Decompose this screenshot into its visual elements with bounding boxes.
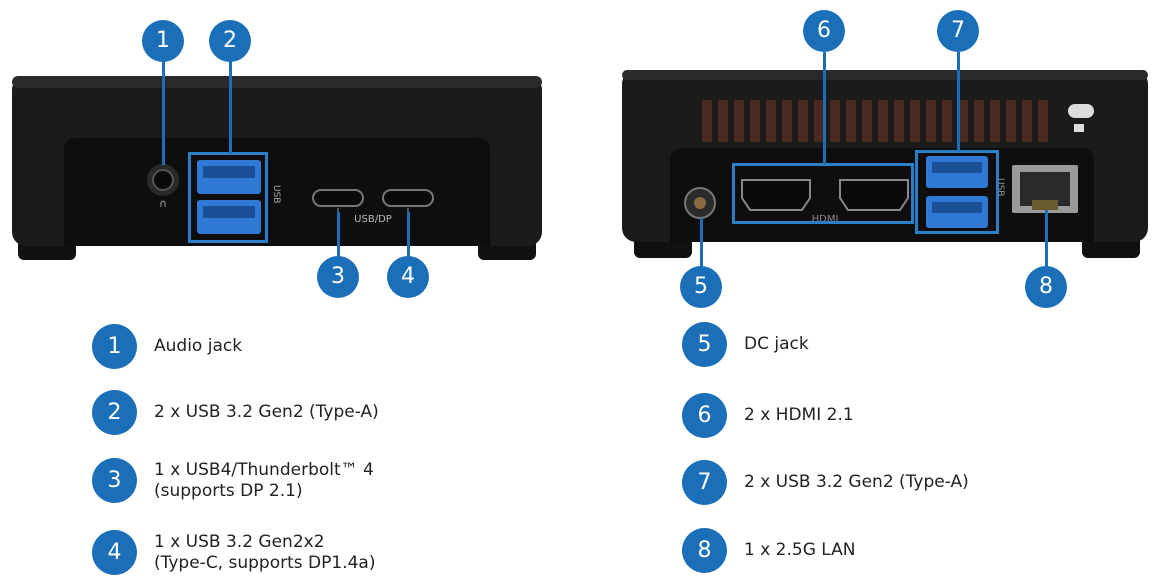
front-usb-a-ports: USB <box>197 160 281 234</box>
rear-usb-highlight <box>915 150 999 234</box>
vent-slot <box>910 100 920 142</box>
vent-slot <box>878 100 888 142</box>
leader-5 <box>700 218 703 268</box>
front-usb-highlight <box>188 152 268 243</box>
callout-badge-4: 4 <box>387 256 429 298</box>
legend-badge: 7 <box>682 460 727 505</box>
vent-slot <box>958 100 968 142</box>
vent-slots <box>702 100 1048 142</box>
legend-line: 1 x USB 3.2 Gen2x2 <box>154 531 325 552</box>
legend-line: Audio jack <box>154 336 243 356</box>
front-usbdp-label: USB/DP <box>354 214 392 225</box>
vent-slot <box>1006 100 1016 142</box>
vent-slot <box>1038 100 1048 142</box>
legend-item-3: 3 1 x USB4/Thunderbolt™ 4 (supports DP 2… <box>92 458 374 503</box>
legend-line: (Type-C, supports DP1.4a) <box>154 552 376 573</box>
callout-badge-5: 5 <box>680 266 722 308</box>
leader-8 <box>1045 210 1048 268</box>
front-panel-illustration: ∩ USB USB/DP <box>12 76 542 260</box>
svg-text:∩: ∩ <box>159 197 167 210</box>
legend-badge: 1 <box>92 324 137 369</box>
leader-4 <box>407 212 410 258</box>
vent-slot <box>750 100 760 142</box>
legend-badge: 4 <box>92 530 137 575</box>
rear-hdmi-label: HDMI <box>812 214 839 225</box>
kensington-lock <box>1068 104 1094 132</box>
vent-slot <box>974 100 984 142</box>
vent-slot <box>718 100 728 142</box>
vent-slot <box>894 100 904 142</box>
vent-slot <box>798 100 808 142</box>
leader-1 <box>162 60 165 165</box>
front-usb-label: USB <box>271 185 281 203</box>
vent-slot <box>846 100 856 142</box>
lan-port <box>1012 165 1078 213</box>
callout-badge-8: 8 <box>1025 266 1067 308</box>
legend-badge: 8 <box>682 528 727 573</box>
legend-item-1: 1 Audio jack <box>92 324 242 369</box>
legend-item-7: 7 2 x USB 3.2 Gen2 (Type-A) <box>682 460 969 505</box>
legend-item-4: 4 1 x USB 3.2 Gen2x2 (Type-C, supports D… <box>92 530 375 575</box>
vent-slot <box>830 100 840 142</box>
callout-badge-3: 3 <box>317 256 359 298</box>
leader-6 <box>823 52 826 164</box>
leader-3 <box>337 212 340 258</box>
dc-jack-port <box>684 187 716 219</box>
callout-badge-7: 7 <box>937 10 979 52</box>
callout-badge-2: 2 <box>209 20 251 62</box>
vent-slot <box>782 100 792 142</box>
rear-hdmi-highlight <box>732 163 914 224</box>
legend-badge: 3 <box>92 458 137 503</box>
legend-label: 2 x HDMI 2.1 <box>744 405 854 426</box>
legend-badge: 2 <box>92 390 137 435</box>
rear-panel-illustration: HDMI USB <box>622 70 1148 258</box>
legend-label: 1 x USB4/Thunderbolt™ 4 (supports DP 2.1… <box>154 460 374 502</box>
rear-usb-a-ports: USB <box>926 156 1005 228</box>
legend-badge: 5 <box>682 322 727 367</box>
legend-label: 1 x USB 3.2 Gen2x2 (Type-C, supports DP1… <box>154 532 375 574</box>
vent-slot <box>862 100 872 142</box>
legend-item-2: 2 2 x USB 3.2 Gen2 (Type-A) <box>92 390 379 435</box>
legend-label: DC jack <box>744 334 809 355</box>
audio-jack-port: ∩ <box>147 164 179 210</box>
legend-item-5: 5 DC jack <box>682 322 809 367</box>
legend-badge: 6 <box>682 393 727 438</box>
callout-badge-6: 6 <box>803 10 845 52</box>
vent-slot <box>990 100 1000 142</box>
legend-line: 2 x HDMI 2.1 <box>744 405 854 425</box>
legend-line: DC jack <box>744 334 809 354</box>
leader-7 <box>957 52 960 151</box>
legend-line: 2 x USB 3.2 Gen2 (Type-A) <box>744 472 969 492</box>
vent-slot <box>1022 100 1032 142</box>
front-usb-c-ports: USB/DP <box>312 189 434 225</box>
legend-label: Audio jack <box>154 336 242 357</box>
legend-item-6: 6 2 x HDMI 2.1 <box>682 393 854 438</box>
vent-slot <box>702 100 712 142</box>
legend-line: 1 x 2.5G LAN <box>744 540 856 560</box>
vent-slot <box>942 100 952 142</box>
legend-label: 2 x USB 3.2 Gen2 (Type-A) <box>744 472 969 493</box>
legend-label: 2 x USB 3.2 Gen2 (Type-A) <box>154 402 379 423</box>
hdmi-ports: HDMI <box>741 179 909 225</box>
legend-label: 1 x 2.5G LAN <box>744 540 856 561</box>
legend-item-8: 8 1 x 2.5G LAN <box>682 528 856 573</box>
vent-slot <box>814 100 824 142</box>
callout-badge-1: 1 <box>142 20 184 62</box>
vent-slot <box>766 100 776 142</box>
rear-usb-label: USB <box>995 178 1005 196</box>
vent-slot <box>734 100 744 142</box>
legend-line: (supports DP 2.1) <box>154 480 303 501</box>
leader-2 <box>229 60 232 153</box>
vent-slot <box>926 100 936 142</box>
legend-line: 1 x USB4/Thunderbolt™ 4 <box>154 459 374 480</box>
legend-line: 2 x USB 3.2 Gen2 (Type-A) <box>154 402 379 422</box>
